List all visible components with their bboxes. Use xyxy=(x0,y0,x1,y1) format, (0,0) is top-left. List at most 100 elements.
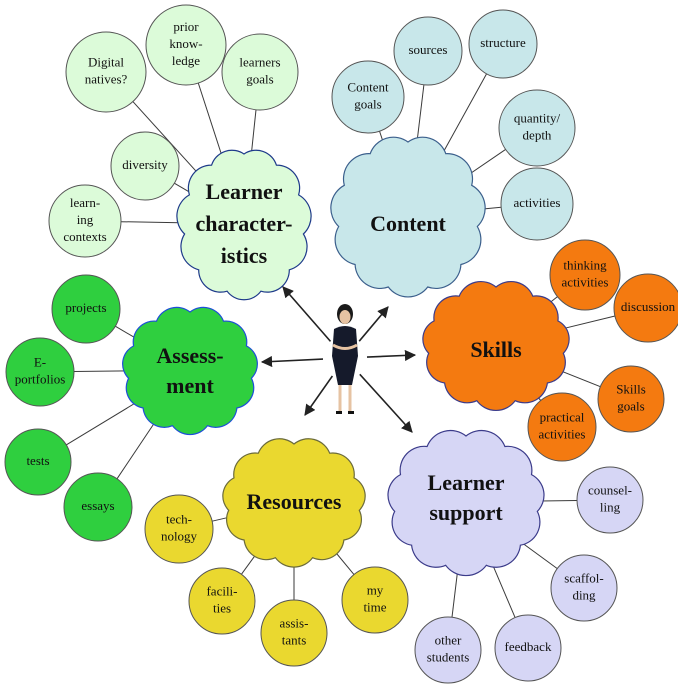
hub-label-content: Content xyxy=(370,211,446,236)
node-circle-e-portfolios xyxy=(5,337,75,407)
node-circle-content-goals xyxy=(331,60,405,134)
figure-arms xyxy=(332,343,358,350)
node-discussion: discussion xyxy=(613,273,678,343)
cloud-shape-learner-characteristics xyxy=(176,149,312,301)
node-activities: activities xyxy=(500,167,574,241)
node-label-assistants: assis-tants xyxy=(280,615,309,647)
figure-dress xyxy=(332,326,358,385)
center-arrows xyxy=(260,286,417,433)
node-label-discussion: discussion xyxy=(621,299,676,314)
node-circle-thinking-activities xyxy=(549,239,621,311)
node-feedback: feedback xyxy=(494,614,562,682)
node-circle-assistants xyxy=(260,599,328,667)
node-circle-quantity-depth xyxy=(498,89,576,167)
node-tests: tests xyxy=(4,428,72,496)
node-label-counselling: counsel-ling xyxy=(588,482,632,514)
node-label-structure: structure xyxy=(480,35,526,50)
node-label-tests: tests xyxy=(26,453,49,468)
figure-left-leg xyxy=(338,385,342,412)
node-facilities: facili-ties xyxy=(188,567,256,635)
node-structure: structure xyxy=(468,9,538,79)
node-label-technology: tech-nology xyxy=(161,511,198,543)
node-label-projects: projects xyxy=(65,300,106,315)
node-scaffolding: scaffol-ding xyxy=(550,554,618,622)
figure-right-shoe xyxy=(348,411,354,414)
node-circle-skills-goals xyxy=(597,365,665,433)
node-label-sources: sources xyxy=(409,42,448,57)
cloud-shape-assessment xyxy=(122,306,258,436)
node-circle-projects xyxy=(51,274,121,344)
node-circle-essays xyxy=(63,472,133,542)
hub-resources: Resources xyxy=(222,438,366,568)
node-quantity-depth: quantity/depth xyxy=(498,89,576,167)
node-counselling: counsel-ling xyxy=(576,466,644,534)
node-projects: projects xyxy=(51,274,121,344)
arrow-to-resources xyxy=(304,375,334,416)
cloud-shape-skills xyxy=(422,280,570,411)
node-e-portfolios: E-portfolios xyxy=(5,337,75,407)
node-circle-structure xyxy=(468,9,538,79)
node-essays: essays xyxy=(63,472,133,542)
node-label-e-portfolios: E-portfolios xyxy=(15,354,66,386)
node-label-essays: essays xyxy=(81,498,114,513)
node-circle-prior-knowledge xyxy=(145,4,227,86)
node-assistants: assis-tants xyxy=(260,599,328,667)
arrow-to-assessment xyxy=(260,355,324,368)
connector-structure xyxy=(436,73,488,165)
node-circle-learning-contexts xyxy=(48,184,122,258)
node-label-diversity: diversity xyxy=(122,157,168,172)
cloud-shape-resources xyxy=(222,438,366,568)
node-label-facilities: facili-ties xyxy=(206,583,237,615)
hub-content: Content xyxy=(330,136,486,298)
hub-label-skills: Skills xyxy=(470,337,522,362)
node-circle-learners-goals xyxy=(221,33,299,111)
node-label-feedback: feedback xyxy=(505,639,552,654)
node-label-activities: activities xyxy=(514,195,561,210)
node-circle-technology xyxy=(144,494,214,564)
teacher-figure xyxy=(332,304,358,414)
node-circle-digital-natives xyxy=(65,31,147,113)
node-circle-tests xyxy=(4,428,72,496)
node-circle-my-time xyxy=(341,566,409,634)
node-circle-feedback xyxy=(494,614,562,682)
node-technology: tech-nology xyxy=(144,494,214,564)
hub-assessment: Assess-ment xyxy=(122,306,258,436)
node-circle-discussion xyxy=(613,273,678,343)
node-diversity: diversity xyxy=(110,131,180,201)
arrow-to-skills xyxy=(366,349,417,362)
node-circle-diversity xyxy=(110,131,180,201)
cloud-shape-learner-support xyxy=(387,429,545,577)
node-circle-counselling xyxy=(576,466,644,534)
hub-skills: Skills xyxy=(422,280,570,411)
node-sources: sources xyxy=(393,16,463,86)
node-label-scaffolding: scaffol-ding xyxy=(564,570,603,602)
node-circle-practical-activities xyxy=(527,392,597,462)
arrow-to-content xyxy=(358,306,389,342)
figure-face xyxy=(339,310,351,324)
node-circle-scaffolding xyxy=(550,554,618,622)
node-circle-other-students xyxy=(414,616,482,684)
node-circle-facilities xyxy=(188,567,256,635)
figure-right-leg xyxy=(348,385,352,412)
